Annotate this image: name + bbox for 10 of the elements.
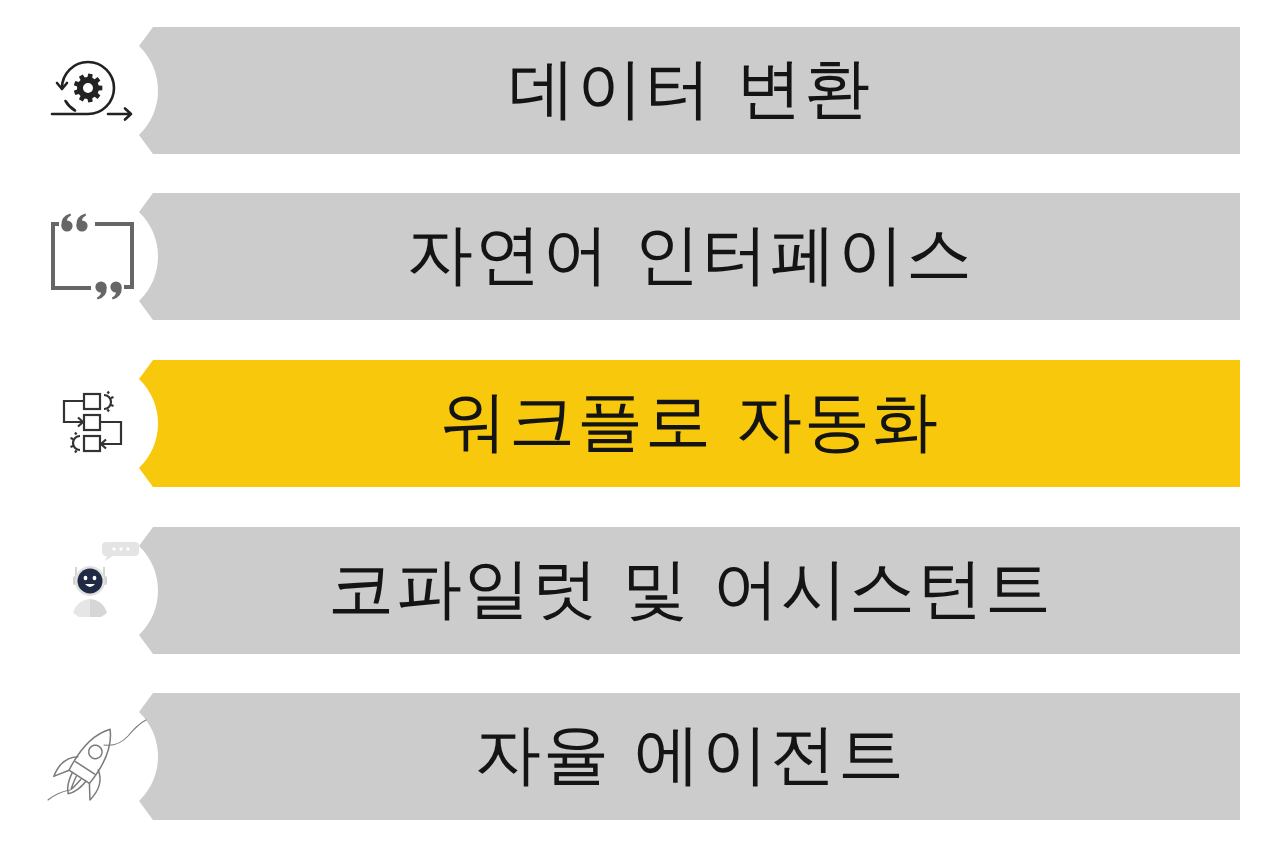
band-title: 자율 에이전트 — [474, 718, 906, 792]
step-band — [139, 527, 1240, 654]
step-band — [139, 27, 1240, 154]
band-title: 코파일럿 및 어시스턴트 — [326, 552, 1054, 626]
step-band — [139, 193, 1240, 320]
band-title: 워크플로 자동화 — [440, 385, 940, 459]
step-band — [139, 693, 1240, 820]
band-title: 데이터 변환 — [508, 52, 872, 126]
step-band — [139, 360, 1240, 487]
band-title: 자연어 인터페이스 — [406, 218, 974, 292]
